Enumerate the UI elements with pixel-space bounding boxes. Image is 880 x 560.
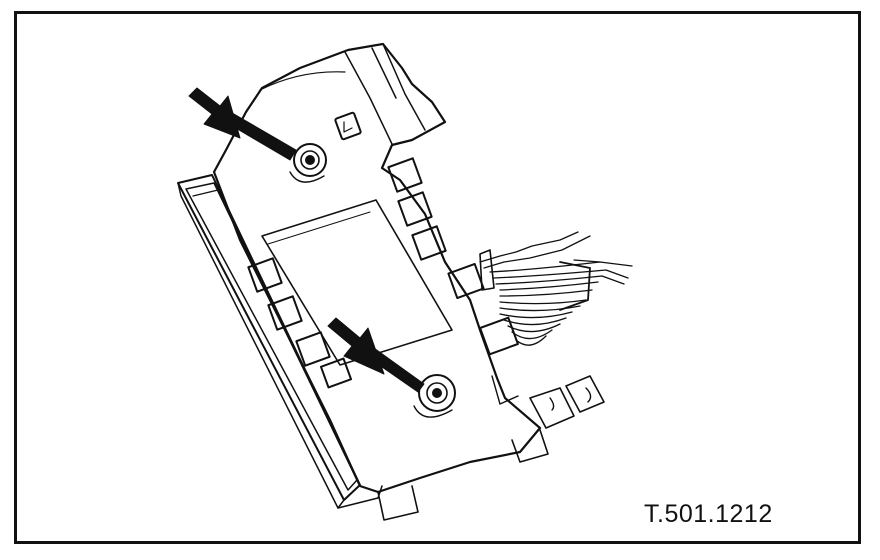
figure-frame bbox=[14, 11, 861, 544]
wiring-harness bbox=[479, 231, 633, 346]
upper-fastener bbox=[289, 143, 327, 183]
lower-fastener bbox=[413, 374, 456, 418]
arrow-icon bbox=[327, 317, 425, 393]
arrow-icon bbox=[188, 87, 297, 161]
bracket-plate bbox=[212, 42, 605, 521]
figure-reference-code: T.501.1212 bbox=[644, 500, 773, 528]
